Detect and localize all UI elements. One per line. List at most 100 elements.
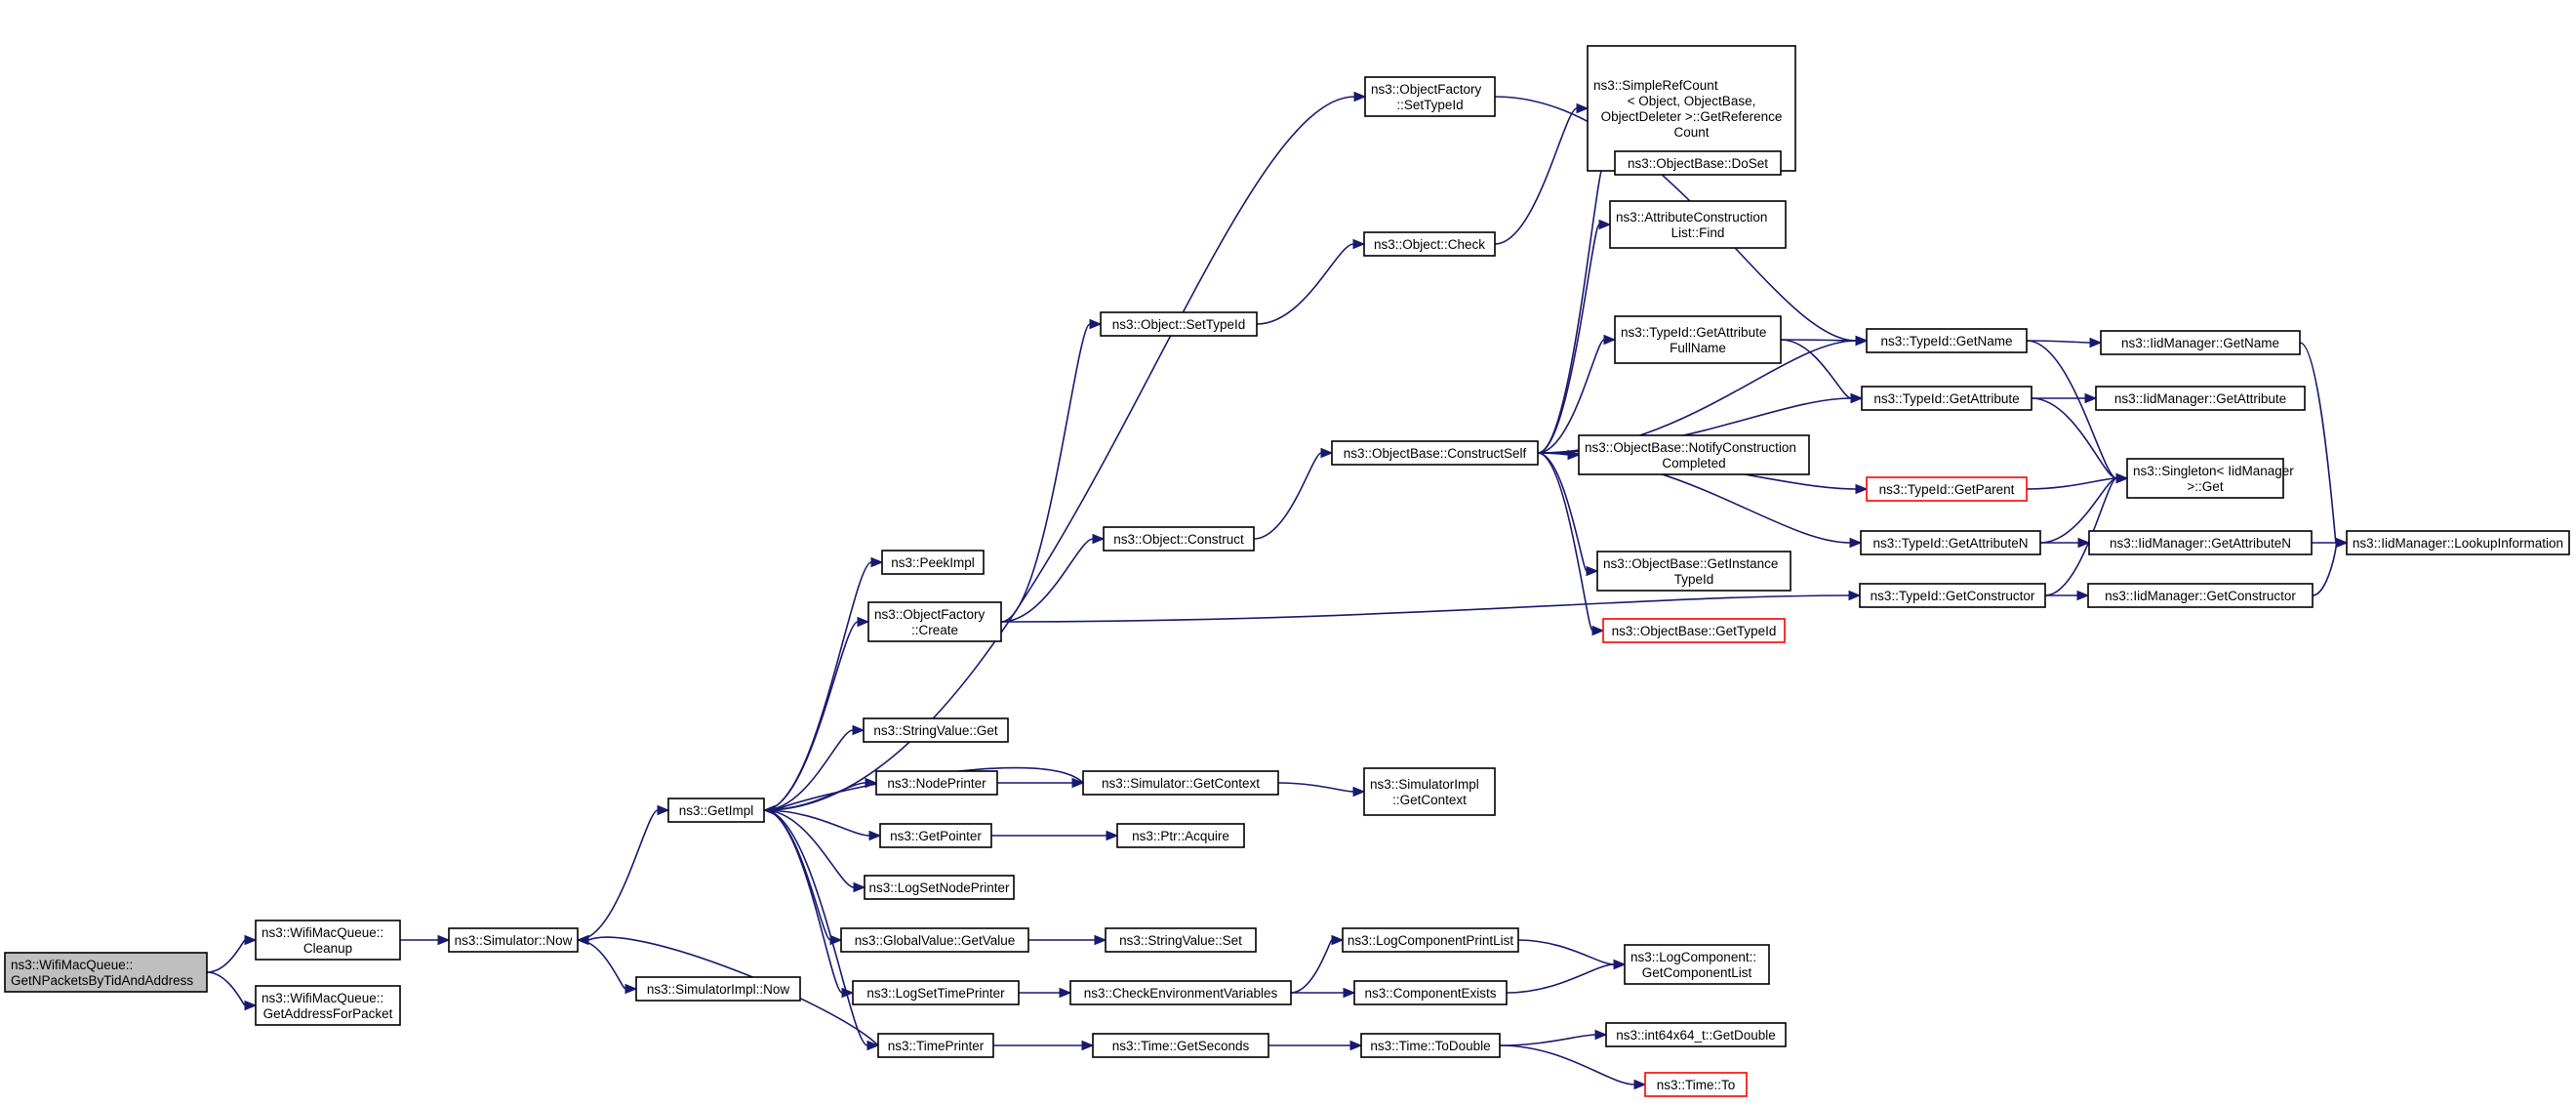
graph-node-strget[interactable]: ns3::StringValue::Get [863, 717, 1009, 743]
nodes-layer: ns3::WifiMacQueue::GetNPacketsByTidAndAd… [4, 45, 2570, 1097]
graph-node-timeto[interactable]: ns3::Time::To [1644, 1072, 1748, 1097]
edge-line [2031, 397, 2117, 479]
node-box [1860, 530, 2041, 555]
node-label-line: ObjectDeleter >::GetReference [1601, 109, 1783, 124]
edge-root-to-getaddr [206, 971, 258, 1011]
graph-node-tidgetparent[interactable]: ns3::TypeId::GetParent [1866, 476, 2028, 502]
graph-node-getimpl[interactable]: ns3::GetImpl [667, 798, 765, 823]
node-box [1644, 1072, 1748, 1097]
node-box [2346, 530, 2570, 555]
graph-node-timegetsec[interactable]: ns3::Time::GetSeconds [1092, 1033, 1269, 1058]
node-box [1363, 231, 1496, 257]
graph-node-int64getdouble[interactable]: ns3::int64x64_t::GetDouble [1605, 1022, 1787, 1047]
node-label-line: ns3::GetPointer [890, 829, 982, 843]
node-box [1363, 767, 1496, 816]
graph-node-timeprinter[interactable]: ns3::TimePrinter [877, 1033, 994, 1058]
graph-node-singletonget[interactable]: ns3::Singleton< IidManager>::Get [2126, 458, 2294, 499]
edge-line [2039, 477, 2117, 544]
node-box [1100, 311, 1258, 337]
node-box [852, 980, 1020, 1005]
edge-simnow-to-simimplnow [577, 939, 638, 995]
edge-line [1000, 323, 1091, 623]
graph-node-constructself[interactable]: ns3::ObjectBase::ConstructSelf [1331, 440, 1539, 466]
node-label-line: GetNPacketsByTidAndAddress [11, 973, 193, 988]
graph-node-ofcreate[interactable]: ns3::ObjectFactory::Create [867, 601, 1002, 642]
arrowhead-icon [1089, 318, 1103, 330]
graph-node-getpointer[interactable]: ns3::GetPointer [879, 823, 992, 848]
graph-node-getaddr[interactable]: ns3::WifiMacQueue::GetAddressForPacket [255, 985, 401, 1026]
graph-node-logcompgetlist[interactable]: ns3::LogComponent::GetComponentList [1624, 944, 1770, 985]
node-box [255, 920, 401, 961]
graph-node-tidgetattrn[interactable]: ns3::TypeId::GetAttributeN [1860, 530, 2041, 555]
graph-node-timetodouble[interactable]: ns3::Time::ToDouble [1360, 1033, 1501, 1058]
node-label-line: ns3::WifiMacQueue:: [11, 958, 133, 972]
edge-checkenv-to-logcompprint [1290, 934, 1345, 994]
graph-node-iidlookup[interactable]: ns3::IidManager::LookupInformation [2346, 530, 2570, 555]
graph-node-checkenv[interactable]: ns3::CheckEnvironmentVariables [1069, 980, 1292, 1005]
node-label-line: ns3::CheckEnvironmentVariables [1084, 986, 1278, 1001]
graph-node-objconstruct[interactable]: ns3::Object::Construct [1103, 526, 1255, 552]
graph-node-simimplnow[interactable]: ns3::SimulatorImpl::Now [635, 976, 801, 1002]
graph-node-iidgetconstr[interactable]: ns3::IidManager::GetConstructor [2087, 583, 2314, 608]
edge-line [1277, 782, 1354, 793]
arrowhead-icon [1353, 91, 1367, 102]
graph-node-tidgetattr[interactable]: ns3::TypeId::GetAttribute [1861, 386, 2033, 411]
graph-node-ptracquire[interactable]: ns3::Ptr::Acquire [1116, 823, 1245, 848]
graph-node-simgetctx[interactable]: ns3::Simulator::GetContext [1082, 770, 1279, 796]
edge-line [1537, 224, 1600, 454]
graph-node-iidgetattrn[interactable]: ns3::IidManager::GetAttributeN [2088, 530, 2313, 555]
node-label-line: ns3::Object::SetTypeId [1112, 317, 1246, 332]
node-box [881, 550, 985, 575]
arrowhead-icon [1320, 447, 1334, 459]
node-label-line: ns3::LogComponent:: [1630, 950, 1756, 964]
edge-timeprinter-to-simnow [576, 934, 879, 1046]
node-label-line: ns3::IidManager::LookupInformation [2353, 536, 2563, 551]
graph-node-cleanup[interactable]: ns3::WifiMacQueue::Cleanup [255, 920, 401, 961]
arrowhead-icon [1352, 238, 1366, 250]
edge-getimpl-to-strget [763, 724, 865, 811]
graph-node-obdoset[interactable]: ns3::ObjectBase::DoSet [1614, 150, 1782, 176]
graph-node-logsettime[interactable]: ns3::LogSetTimePrinter [852, 980, 1020, 1005]
node-label-line: ns3::GetImpl [679, 803, 754, 818]
graph-node-simplerefcount[interactable]: ns3::SimpleRefCount< Object, ObjectBase,… [1587, 45, 1796, 172]
graph-node-obgettypeid[interactable]: ns3::ObjectBase::GetTypeId [1602, 618, 1786, 643]
graph-node-iidgetname[interactable]: ns3::IidManager::GetName [2100, 330, 2301, 355]
graph-node-logsetnode[interactable]: ns3::LogSetNodePrinter [864, 875, 1015, 900]
graph-node-tidgetname[interactable]: ns3::TypeId::GetName [1866, 328, 2028, 353]
graph-node-iidgetattr[interactable]: ns3::IidManager::GetAttribute [2095, 386, 2306, 411]
edge-line [763, 782, 866, 811]
node-box [1092, 1033, 1269, 1058]
graph-node-objcheck[interactable]: ns3::Object::Check [1363, 231, 1496, 257]
graph-node-notifyconstr[interactable]: ns3::ObjectBase::NotifyConstructionCompl… [1578, 434, 1810, 475]
node-box [635, 976, 801, 1002]
node-label-line: ns3::TypeId::GetAttribute [1621, 325, 1766, 340]
edge-constructself-to-tidgetattrfull [1537, 334, 1617, 454]
arrowhead-icon [1594, 1029, 1608, 1041]
graph-node-objsettypeid[interactable]: ns3::Object::SetTypeId [1100, 311, 1258, 337]
graph-node-simnow[interactable]: ns3::Simulator::Now [448, 927, 579, 953]
edge-nodeprinter-to-simgetctx [997, 777, 1085, 789]
edge-line [763, 96, 1355, 811]
arrowhead-icon [2089, 337, 2103, 348]
graph-node-logcompprint[interactable]: ns3::LogComponentPrintList [1342, 927, 1519, 953]
graph-node-nodeprinter[interactable]: ns3::NodePrinter [875, 770, 998, 796]
arrowhead-icon [2077, 537, 2091, 549]
edge-objcheck-to-simplerefcount [1494, 102, 1590, 245]
graph-node-strset[interactable]: ns3::StringValue::Set [1105, 927, 1257, 953]
graph-node-root: ns3::WifiMacQueue::GetNPacketsByTidAndAd… [4, 952, 208, 993]
graph-node-gvget[interactable]: ns3::GlobalValue::GetValue [840, 927, 1029, 953]
node-label-line: ns3::Ptr::Acquire [1132, 829, 1229, 843]
edge-timetodouble-to-timeto [1499, 1044, 1647, 1090]
node-label-line: ns3::IidManager::GetAttributeN [2110, 536, 2291, 551]
graph-node-ofsettypeid[interactable]: ns3::ObjectFactory::SetTypeId [1364, 76, 1496, 117]
graph-node-tidgetconstr[interactable]: ns3::TypeId::GetConstructor [1859, 583, 2046, 608]
edge-line [763, 809, 870, 837]
edge-root-to-cleanup [206, 934, 258, 973]
graph-node-compexists[interactable]: ns3::ComponentExists [1353, 980, 1508, 1005]
graph-node-simimplgetctx[interactable]: ns3::SimulatorImpl::GetContext [1363, 767, 1496, 816]
graph-node-peekimpl[interactable]: ns3::PeekImpl [881, 550, 985, 575]
arrowhead-icon [1352, 786, 1366, 798]
